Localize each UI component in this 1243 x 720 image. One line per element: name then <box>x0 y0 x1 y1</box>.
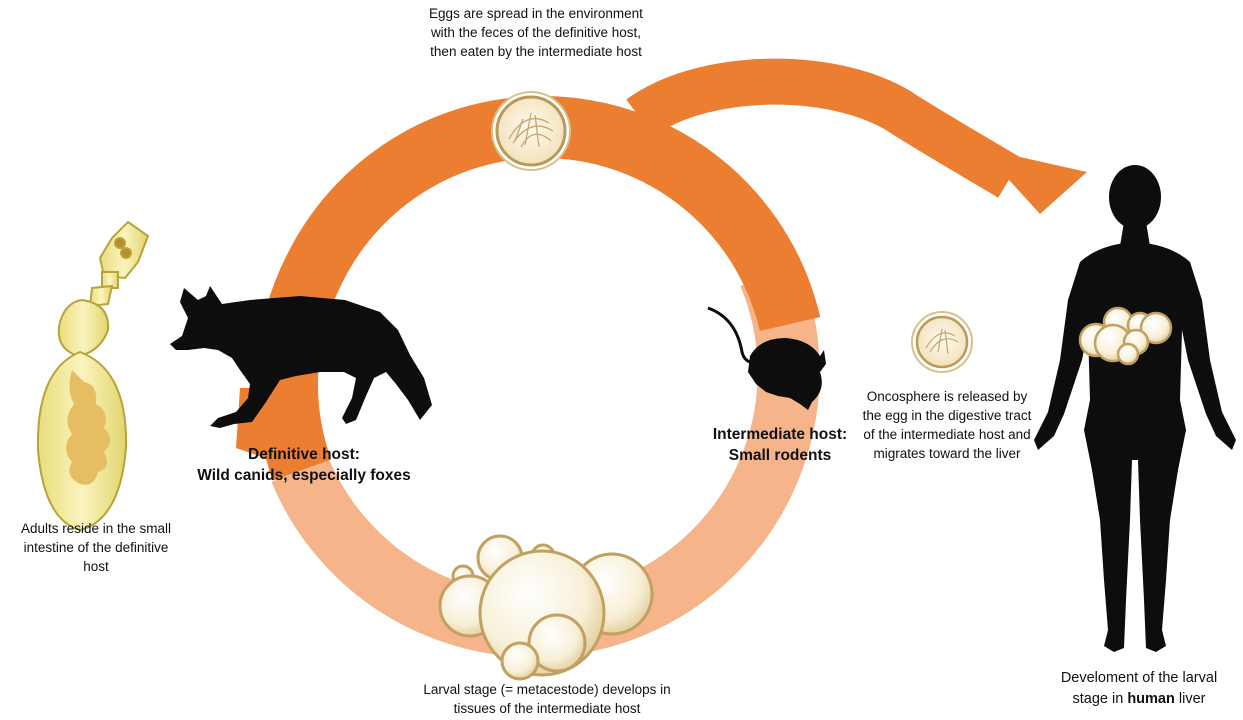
oncosphere-caption-line: the egg in the digestive tract <box>862 408 1032 423</box>
adult-tapeworm-illustration <box>36 220 150 532</box>
oncosphere-caption-line: migrates toward the liver <box>873 446 1021 461</box>
egg-caption-line: then eaten by the intermediate host <box>430 44 642 59</box>
oncosphere-caption-line: Oncosphere is released by <box>866 389 1028 404</box>
fox-silhouette <box>170 286 432 428</box>
life-cycle-ring <box>236 96 821 658</box>
arrow-shaft <box>626 58 1022 198</box>
rodent-silhouette <box>707 306 826 410</box>
egg-caption-line: with the feces of the definitive host, <box>430 25 642 40</box>
egg-caption: Eggs are spread in the environment with … <box>388 4 684 61</box>
ring-dark-tip <box>747 238 812 322</box>
liver-cyst-cluster <box>1078 306 1173 366</box>
larval-caption-line: Larval stage (= metacestode) develops in <box>423 682 671 697</box>
larval-caption: Larval stage (= metacestode) develops in… <box>392 680 702 718</box>
human-caption-post: liver <box>1174 691 1206 707</box>
oncosphere-caption: Oncosphere is released by the egg in the… <box>850 387 1044 463</box>
human-caption-pre: stage in <box>1072 691 1128 707</box>
intermediate-host-desc: Small rodents <box>728 447 832 464</box>
intermediate-host-title: Intermediate host: <box>712 426 848 443</box>
human-caption-bold: human <box>1127 691 1175 707</box>
arrow-head <box>980 148 1087 214</box>
adult-caption: Adults reside in the small intestine of … <box>4 519 188 576</box>
arrow-to-human <box>626 58 1087 214</box>
intermediate-host-label: Intermediate host: Small rodents <box>698 424 862 466</box>
metacestode-cyst-cluster <box>438 534 654 681</box>
worm-proglottid-mid <box>57 298 110 358</box>
adult-caption-line: Adults reside in the small <box>20 521 172 536</box>
egg-icon <box>491 91 571 171</box>
human-caption-line1: Develoment of the larval <box>1060 670 1218 686</box>
definitive-host-title: Definitive host: <box>248 446 360 463</box>
worm-uterus <box>66 370 110 485</box>
human-caption-line2: stage in human liver <box>1054 689 1224 710</box>
adult-caption-line: host <box>83 559 109 574</box>
egg-caption-line: Eggs are spread in the environment <box>429 6 643 21</box>
definitive-host-desc: Wild canids, especially foxes <box>197 467 411 484</box>
larval-caption-line: tissues of the intermediate host <box>453 701 641 716</box>
oncosphere-icon <box>911 311 973 373</box>
definitive-host-label: Definitive host: Wild canids, especially… <box>186 444 422 486</box>
adult-caption-line: intestine of the definitive <box>23 540 169 555</box>
human-silhouette <box>1034 165 1236 652</box>
human-caption: Develoment of the larval stage in human … <box>1054 668 1224 710</box>
oncosphere-caption-line: of the intermediate host and <box>863 427 1031 442</box>
ring-dark-segment <box>256 96 821 481</box>
